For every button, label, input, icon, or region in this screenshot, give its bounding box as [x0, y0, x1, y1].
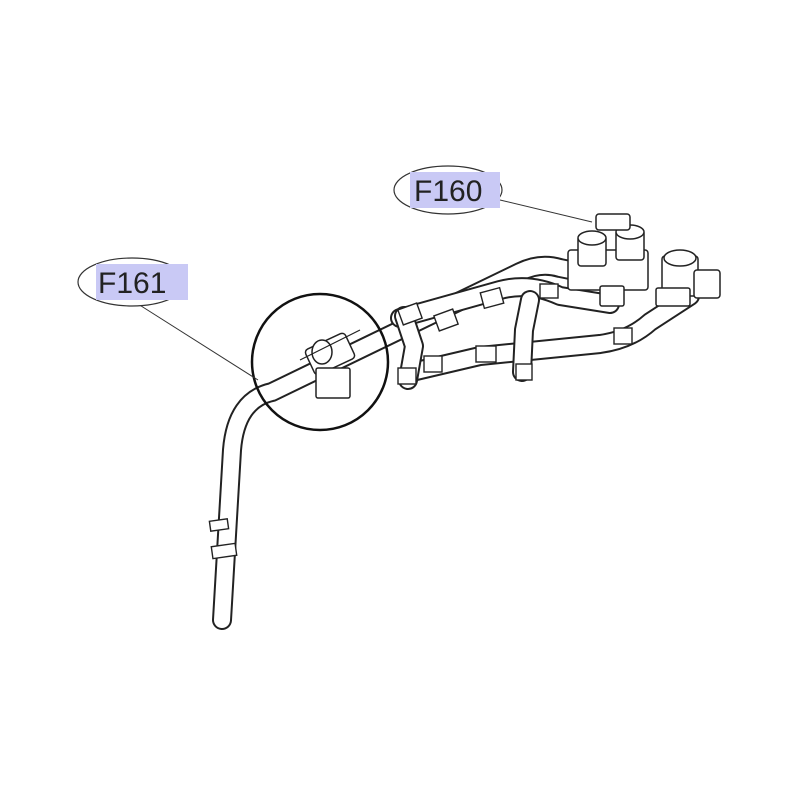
branch-hose — [512, 290, 540, 382]
solenoid-valve-block — [567, 213, 721, 307]
clamp — [210, 542, 238, 560]
main-hose — [212, 255, 590, 630]
upper-hose — [390, 277, 620, 328]
callout-f161[interactable]: F161 — [77, 257, 259, 381]
clamp — [208, 518, 230, 532]
callout-f160[interactable]: F160 — [393, 165, 593, 223]
hose-clamps — [208, 283, 633, 560]
clamp — [396, 302, 424, 326]
label-highlight — [410, 172, 500, 208]
clamp — [475, 345, 497, 363]
clamp — [479, 286, 505, 310]
leader-line — [499, 199, 593, 223]
clamp — [613, 327, 633, 345]
leader-line — [137, 303, 259, 381]
clamp — [515, 363, 533, 381]
label-highlight — [96, 264, 188, 300]
detail-circle — [250, 292, 390, 432]
clamp — [397, 367, 417, 385]
clamp — [423, 355, 443, 373]
inline-valve — [299, 329, 361, 399]
clamp — [539, 283, 559, 299]
callout-label: F160 — [414, 175, 482, 208]
clamp — [432, 308, 460, 332]
callout-label: F161 — [98, 267, 166, 300]
hose-assembly — [208, 213, 721, 630]
